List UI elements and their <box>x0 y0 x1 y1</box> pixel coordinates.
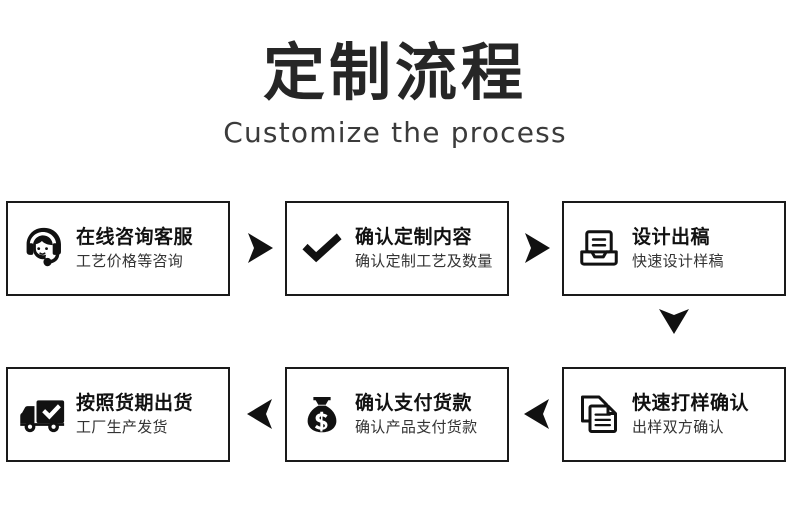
flow-step-5[interactable]: 确认支付货款 确认产品支付货款 <box>285 367 509 462</box>
page-subtitle: Customize the process <box>223 116 567 149</box>
flow-step-3[interactable]: 设计出稿 快速设计样稿 <box>562 201 786 296</box>
documents-stack-icon <box>572 388 626 442</box>
flow-step-1-text: 在线咨询客服 工艺价格等咨询 <box>76 225 222 272</box>
page-header: 定制流程 Customize the process <box>0 0 790 149</box>
flow-step-6-title: 按照货期出货 <box>76 392 194 414</box>
money-bag-dollar-icon <box>295 388 349 442</box>
flow-step-2-title: 确认定制内容 <box>355 226 473 248</box>
flow-arrow-down-1 <box>651 298 697 344</box>
delivery-truck-check-icon <box>16 388 70 442</box>
flow-step-2[interactable]: 确认定制内容 确认定制工艺及数量 <box>285 201 509 296</box>
flow-arrow-right-1 <box>237 225 283 271</box>
checkmark-icon <box>295 222 349 276</box>
flow-step-6-subtitle: 工厂生产发货 <box>76 418 168 436</box>
headset-support-icon <box>16 222 70 276</box>
page-title: 定制流程 <box>262 36 527 109</box>
flow-step-4-title: 快速打样确认 <box>632 392 750 414</box>
inbox-tray-icon <box>572 222 626 276</box>
flow-arrow-left-1 <box>514 391 560 437</box>
flow-step-1-subtitle: 工艺价格等咨询 <box>76 252 184 270</box>
flow-step-6[interactable]: 按照货期出货 工厂生产发货 <box>6 367 230 462</box>
flow-step-3-text: 设计出稿 快速设计样稿 <box>632 225 778 272</box>
flow-step-2-text: 确认定制内容 确认定制工艺及数量 <box>355 225 501 272</box>
flow-step-5-subtitle: 确认产品支付货款 <box>355 418 478 436</box>
flow-arrow-left-2 <box>237 391 283 437</box>
flow-step-3-title: 设计出稿 <box>632 226 711 248</box>
flow-step-2-subtitle: 确认定制工艺及数量 <box>355 252 493 270</box>
flow-step-3-subtitle: 快速设计样稿 <box>632 252 724 270</box>
flow-step-1[interactable]: 在线咨询客服 工艺价格等咨询 <box>6 201 230 296</box>
flow-arrow-right-2 <box>514 225 560 271</box>
flow-step-4-subtitle: 出样双方确认 <box>632 418 724 436</box>
flow-step-1-title: 在线咨询客服 <box>76 226 194 248</box>
process-flow-diagram: 在线咨询客服 工艺价格等咨询 确认定制内容 确认定制工艺及数量 <box>0 190 790 490</box>
flow-step-4[interactable]: 快速打样确认 出样双方确认 <box>562 367 786 462</box>
flow-step-5-title: 确认支付货款 <box>355 392 473 414</box>
flow-step-4-text: 快速打样确认 出样双方确认 <box>632 391 778 438</box>
flow-step-6-text: 按照货期出货 工厂生产发货 <box>76 391 222 438</box>
flow-step-5-text: 确认支付货款 确认产品支付货款 <box>355 391 501 438</box>
